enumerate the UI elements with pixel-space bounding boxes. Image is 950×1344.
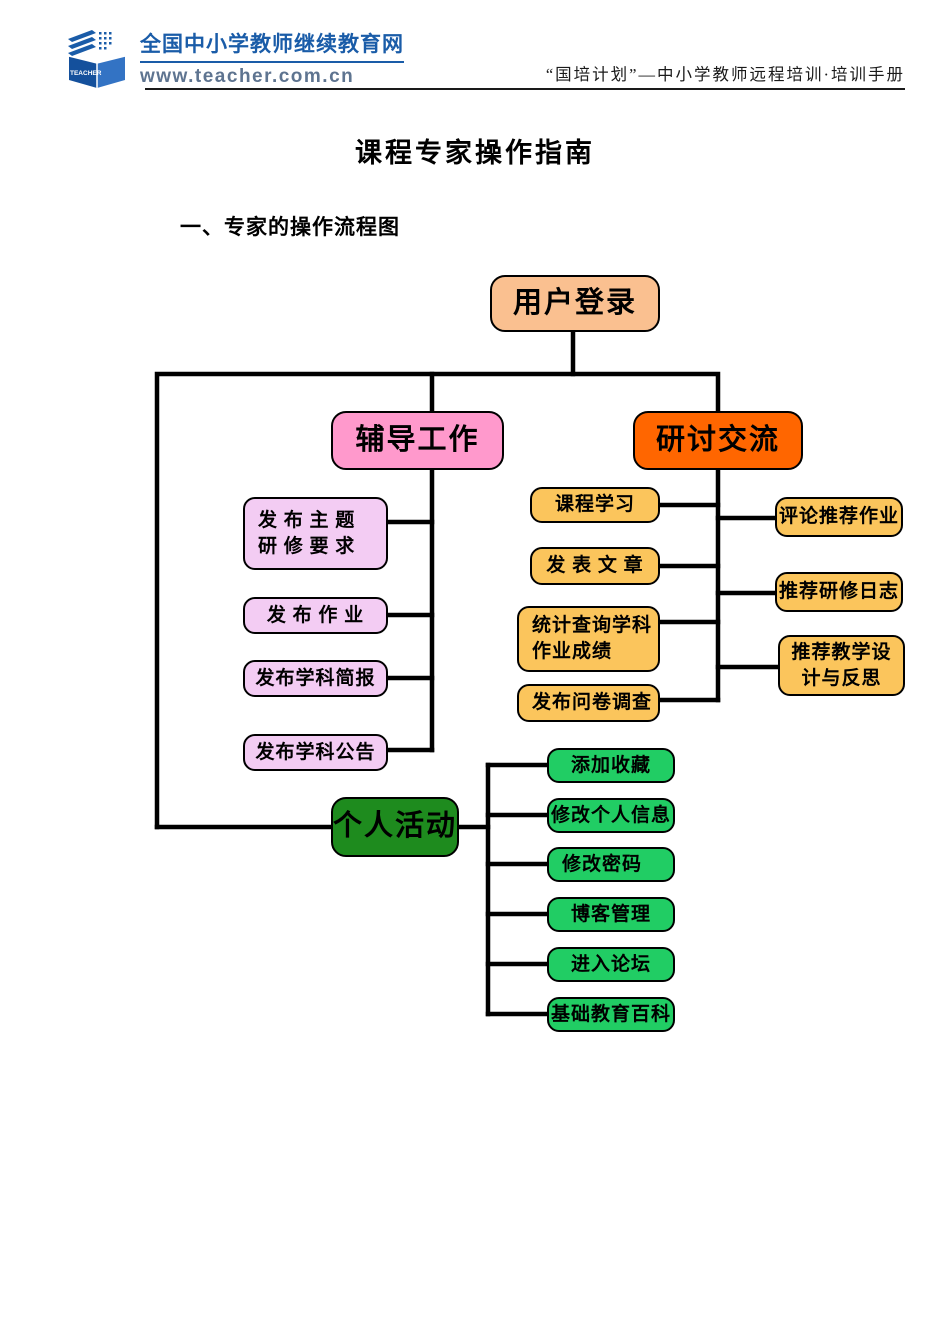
brand-title: 全国中小学教师继续教育网: [140, 28, 404, 63]
flow-node-basic-education-wiki: 基础教育百科: [547, 997, 675, 1032]
svg-text:TEACHER: TEACHER: [70, 70, 102, 77]
flow-node-recommend-journal: 推荐研修日志: [775, 572, 903, 612]
page-title: 课程专家操作指南: [355, 138, 595, 168]
flow-node-query-scores: 统计查询学科 作业成绩: [517, 606, 660, 672]
flow-node-add-favorites: 添加收藏: [547, 748, 675, 783]
flow-node-user-login: 用户登录: [490, 275, 660, 332]
flow-node-edit-profile: 修改个人信息: [547, 798, 675, 833]
flow-node-course-study: 课程学习: [530, 487, 660, 523]
flow-node-publish-announcement: 发布学科公告: [243, 734, 388, 771]
flow-node-publish-homework: 发 布 作 业: [243, 597, 388, 634]
flow-node-publish-article: 发 表 文 章: [530, 547, 660, 585]
teacher-logo-icon: TEACHER: [68, 30, 126, 88]
flow-node-enter-forum: 进入论坛: [547, 947, 675, 982]
flow-node-recommend-design: 推荐教学设 计与反思: [778, 635, 905, 696]
flow-node-change-password: 修改密码: [547, 847, 675, 882]
section-heading: 一、专家的操作流程图: [180, 215, 400, 239]
flow-node-comment-homework: 评论推荐作业: [775, 497, 903, 537]
flow-node-personal: 个人活动: [331, 797, 459, 857]
flow-node-publish-topic: 发 布 主 题 研 修 要 求: [243, 497, 388, 570]
flow-node-publish-briefing: 发布学科简报: [243, 660, 388, 697]
flow-node-publish-survey: 发布问卷调查: [517, 684, 660, 722]
flow-node-blog-management: 博客管理: [547, 897, 675, 932]
brand-block: 全国中小学教师继续教育网 www.teacher.com.cn: [140, 28, 404, 88]
brand-url: www.teacher.com.cn: [140, 66, 355, 87]
flow-node-discussion: 研讨交流: [633, 411, 803, 470]
flow-node-tutoring: 辅导工作: [331, 411, 504, 470]
header-divider: [145, 88, 905, 90]
manual-title: “国培计划”—中小学教师远程培训·培训手册: [545, 65, 905, 84]
